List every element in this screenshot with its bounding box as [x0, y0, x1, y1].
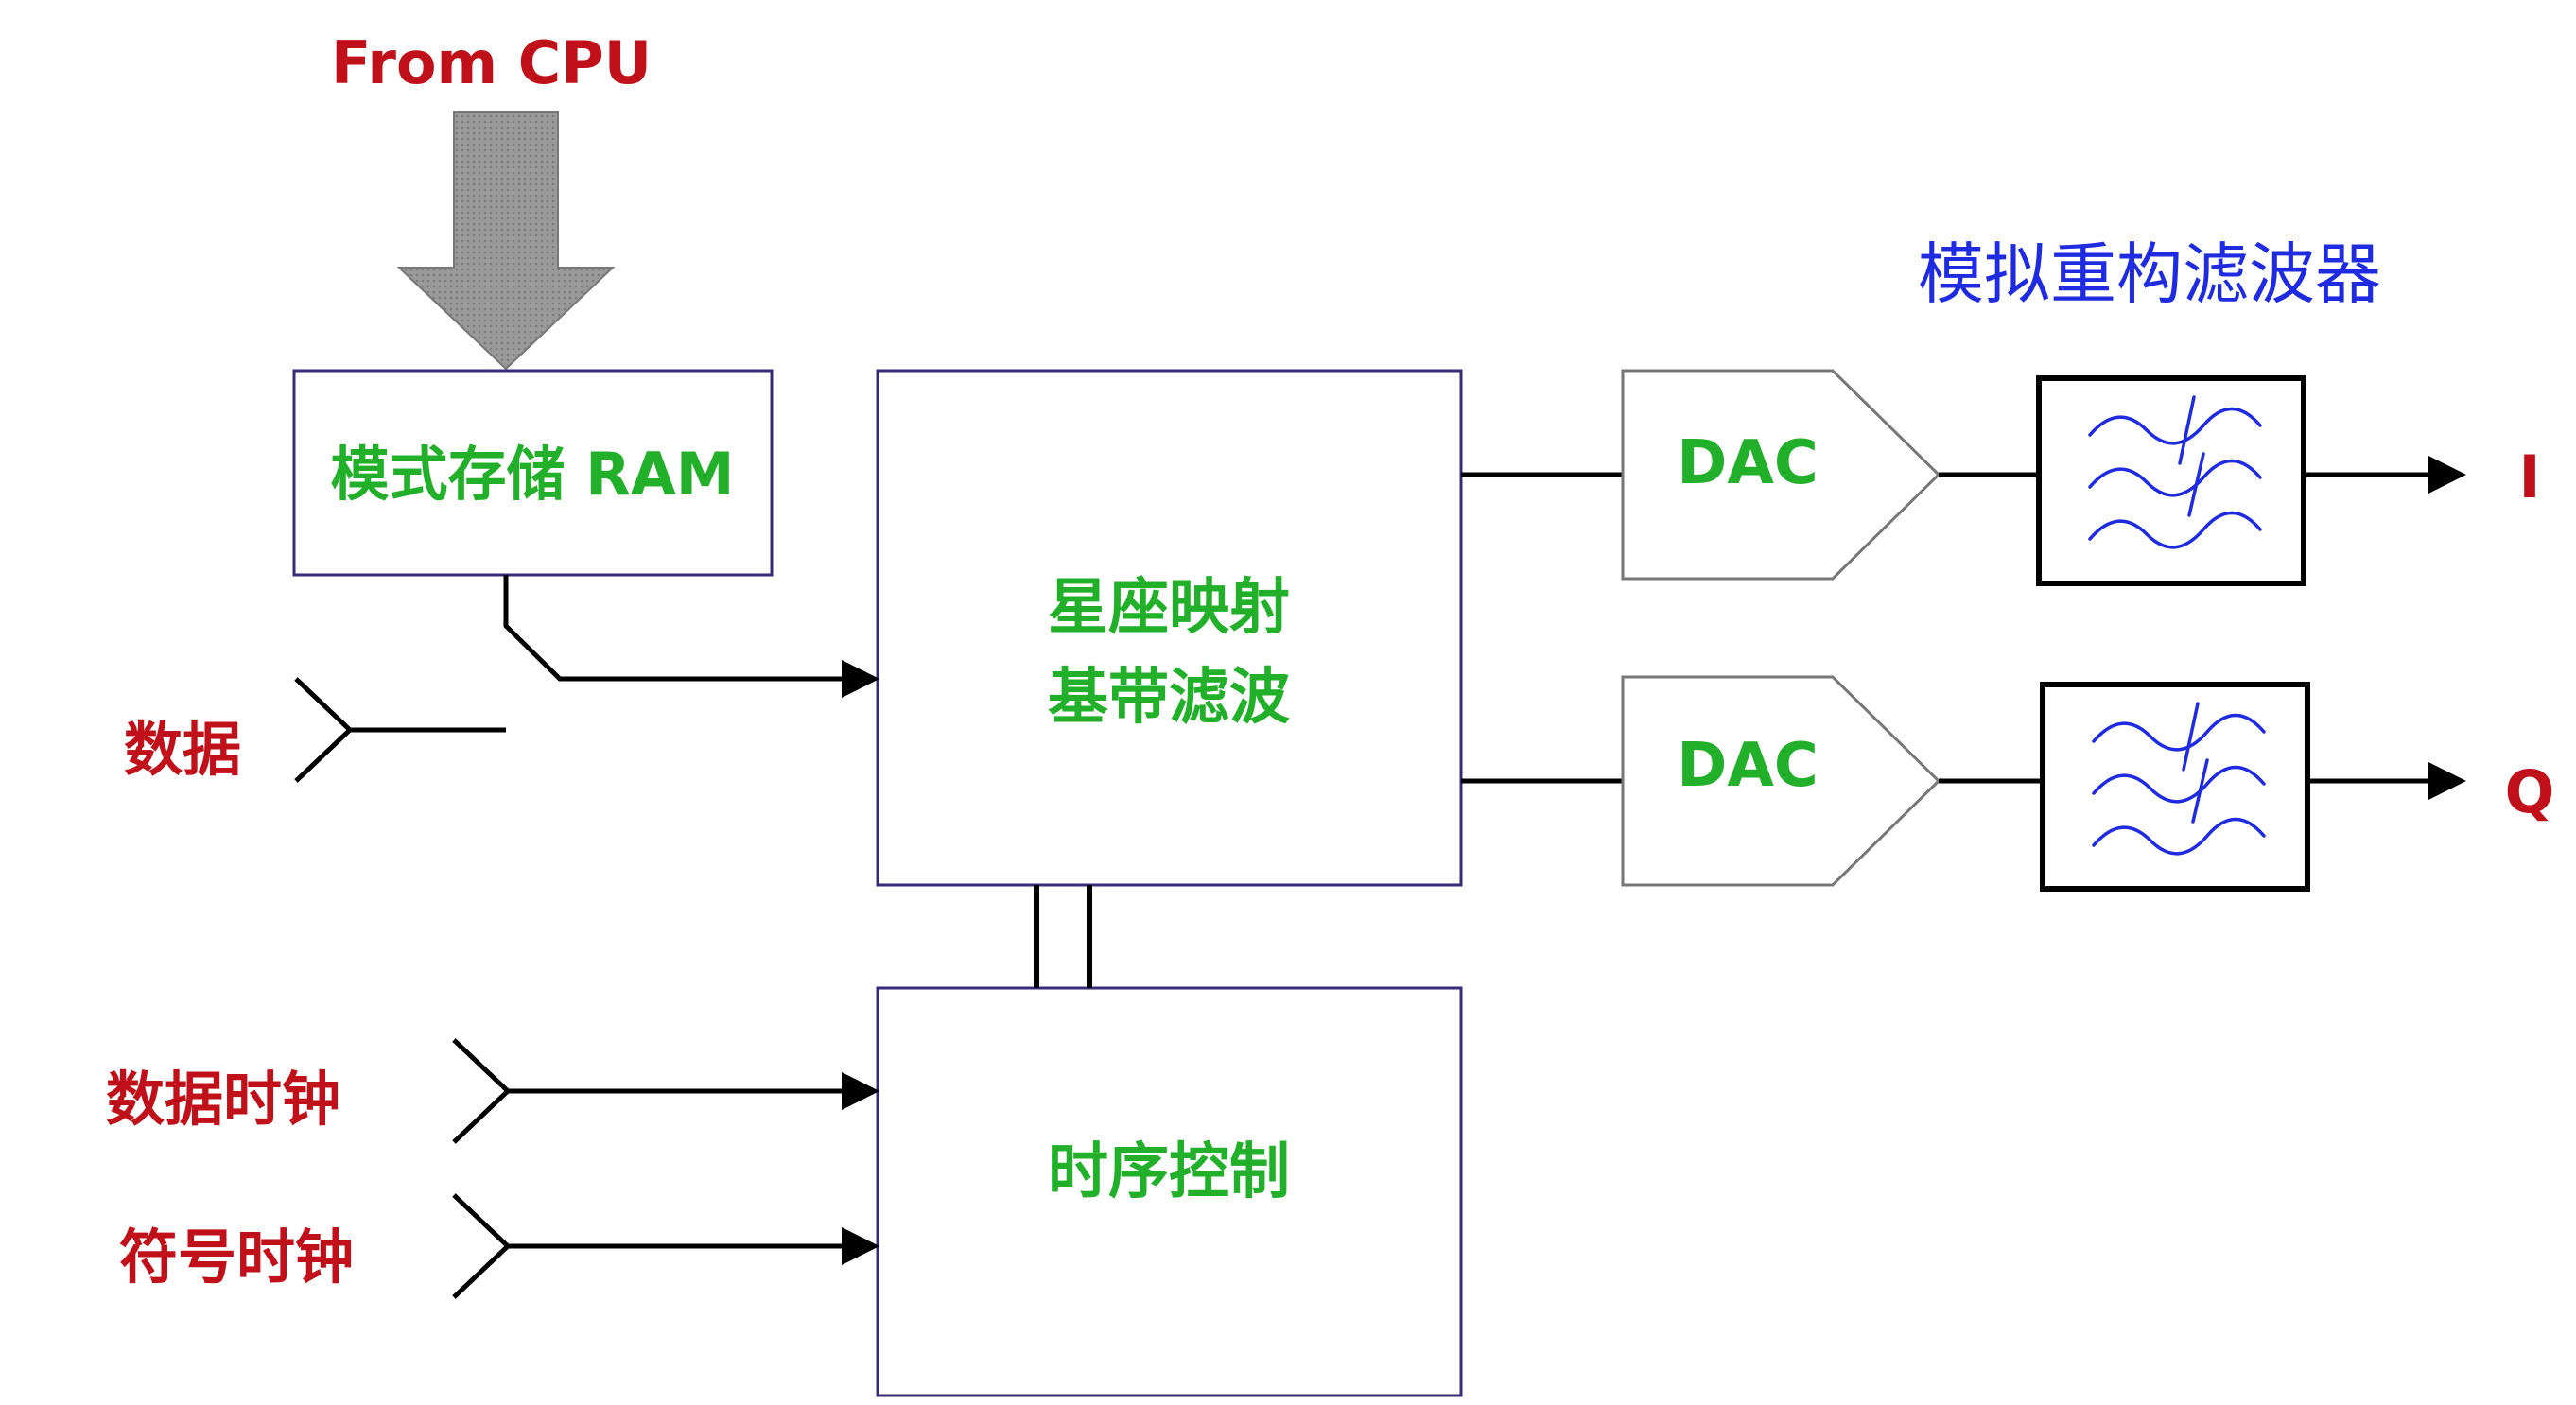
output-q-label: Q [2504, 757, 2555, 826]
ram-block [292, 369, 774, 577]
mapping-filter-block [876, 369, 1463, 887]
data-clock-label: 数据时钟 [105, 1065, 341, 1134]
mapping-label-line1: 星座映射 [1048, 573, 1290, 643]
filter-q-wave-icon [2092, 702, 2266, 856]
data-clock-connector [452, 1038, 512, 1144]
data-connector [294, 677, 354, 783]
mapping-label-line2: 基带滤波 [1048, 663, 1290, 733]
symbol-clock-label: 符号时钟 [118, 1223, 355, 1292]
cpu-input-arrow [396, 111, 616, 371]
timing-label: 时序控制 [1048, 1137, 1290, 1207]
dac-i-label: DAC [1677, 428, 1819, 498]
filter-i-block [2036, 375, 2306, 586]
output-i-label: I [2518, 442, 2541, 512]
filter-q-block [2040, 682, 2310, 892]
ram-label: 模式存储 RAM [330, 440, 735, 509]
timing-control-block [876, 986, 1463, 1397]
filter-i-wave-icon [2088, 395, 2262, 549]
cpu-input-label: From CPU [331, 28, 653, 97]
filter-title: 模拟重构滤波器 [1918, 235, 2381, 313]
dac-i-block [1621, 369, 1941, 581]
dac-q-block [1621, 675, 1941, 887]
dac-q-label: DAC [1677, 731, 1819, 801]
data-input-label: 数据 [123, 715, 242, 784]
ram-to-mapping-line [503, 575, 879, 698]
symbol-clock-connector [452, 1193, 512, 1299]
